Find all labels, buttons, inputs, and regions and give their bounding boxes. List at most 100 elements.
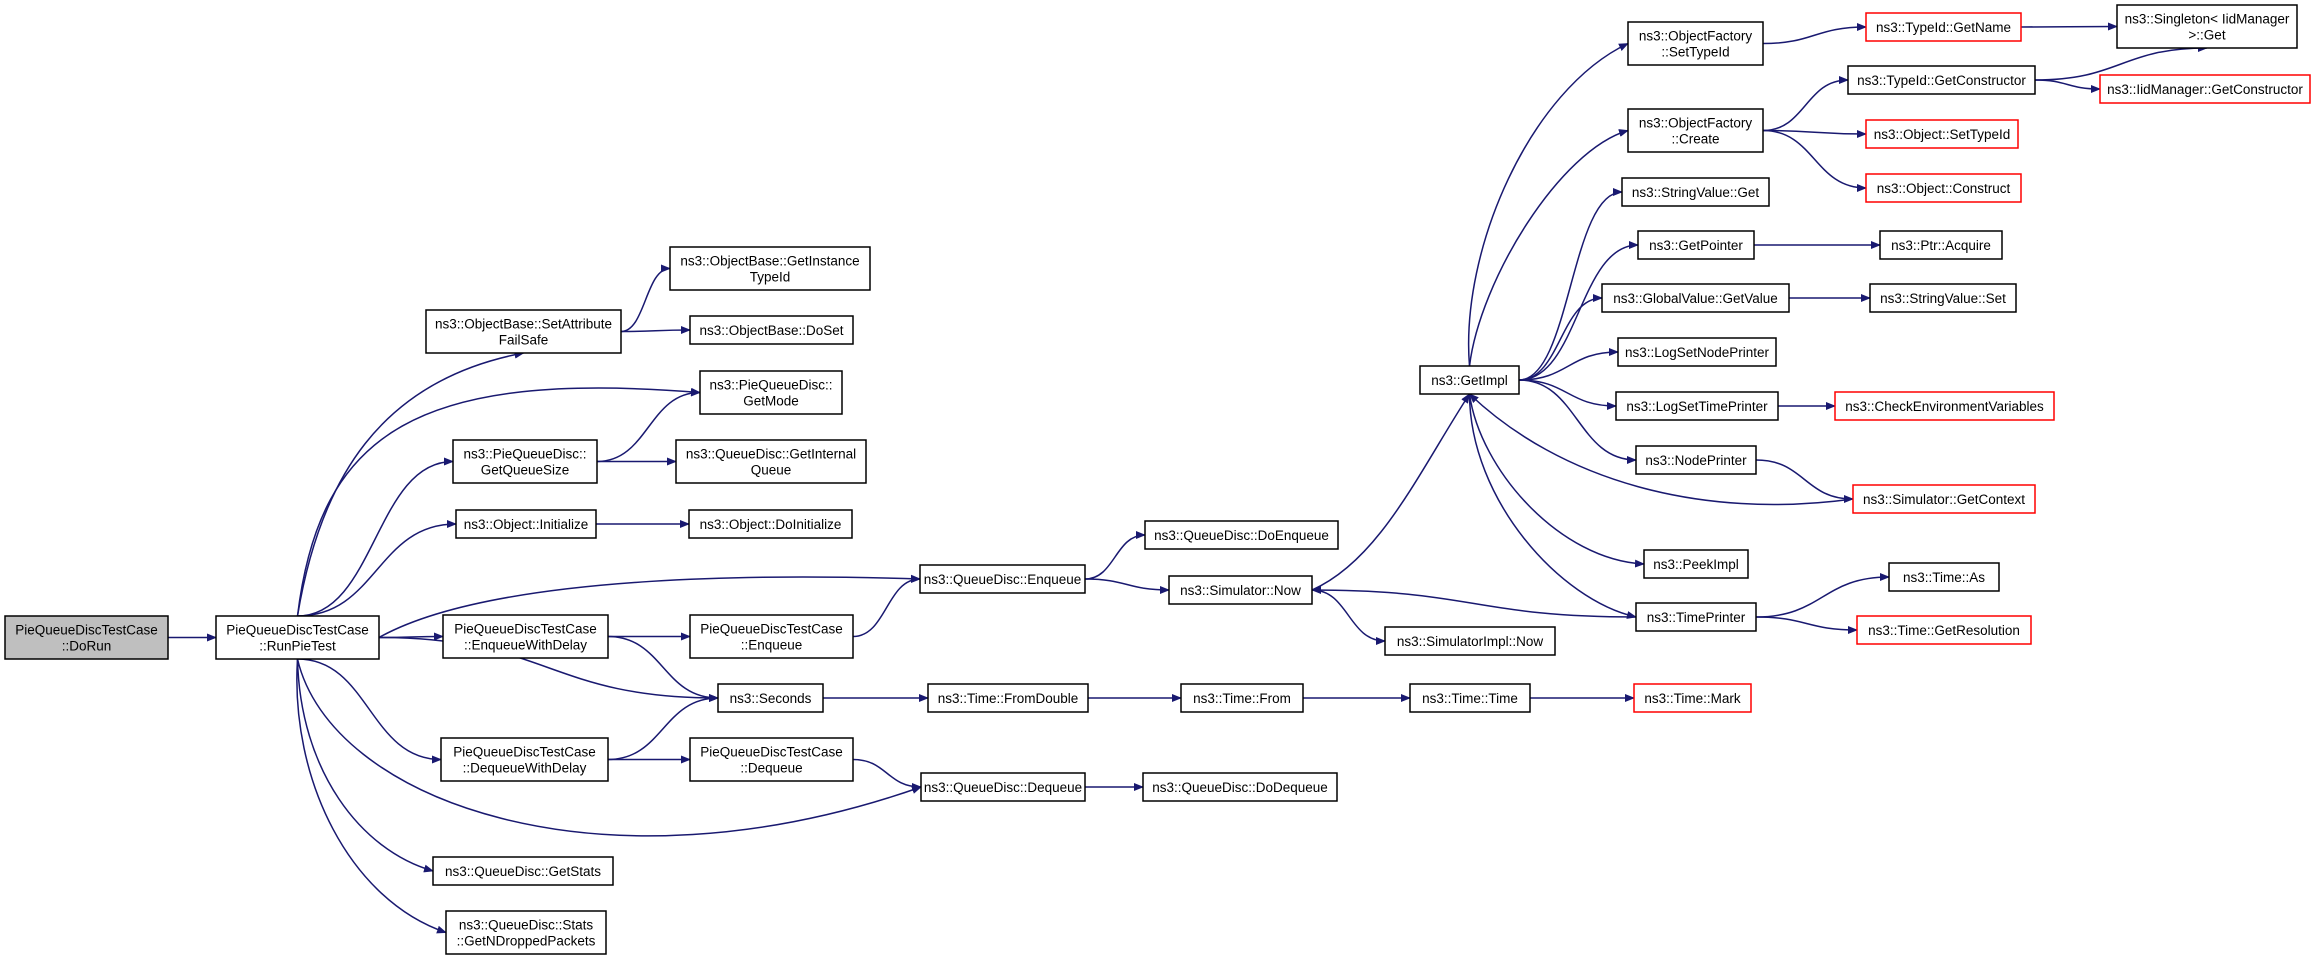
node-box[interactable] xyxy=(920,772,1086,802)
node-box[interactable] xyxy=(442,614,609,659)
node-box[interactable] xyxy=(1635,445,1757,475)
node-singletonget[interactable]: ns3::Singleton< IidManager >::Get xyxy=(2116,4,2298,49)
node-box[interactable] xyxy=(1409,683,1531,713)
node-nodeprinter[interactable]: ns3::NodePrinter xyxy=(1635,445,1757,475)
node-box[interactable] xyxy=(919,564,1086,594)
node-box[interactable] xyxy=(1144,520,1339,550)
node-timemark[interactable]: ns3::Time::Mark xyxy=(1633,683,1752,713)
node-doset[interactable]: ns3::ObjectBase::DoSet xyxy=(689,315,854,345)
node-box[interactable] xyxy=(452,439,598,484)
node-checkenv[interactable]: ns3::CheckEnvironmentVariables xyxy=(1834,391,2055,421)
node-box[interactable] xyxy=(688,509,853,539)
node-box[interactable] xyxy=(675,439,867,484)
node-iidmanagergetconstructor[interactable]: ns3::IidManager::GetConstructor xyxy=(2099,74,2311,104)
node-getndropped[interactable]: ns3::QueueDisc::Stats::GetNDroppedPacket… xyxy=(445,910,607,955)
node-box[interactable] xyxy=(2099,74,2311,104)
node-piedequeue[interactable]: PieQueueDiscTestCase::Dequeue xyxy=(689,737,854,782)
node-runpietest[interactable]: PieQueueDiscTestCase::RunPieTest xyxy=(215,615,380,660)
node-box[interactable] xyxy=(669,246,871,291)
node-box[interactable] xyxy=(1168,575,1313,605)
node-box[interactable] xyxy=(425,309,622,354)
node-simgetcontext[interactable]: ns3::Simulator::GetContext xyxy=(1852,484,2036,514)
node-box[interactable] xyxy=(1637,230,1755,260)
node-box[interactable] xyxy=(689,315,854,345)
node-stringvalueset[interactable]: ns3::StringValue::Set xyxy=(1869,283,2017,313)
node-box[interactable] xyxy=(1142,772,1338,802)
node-box[interactable] xyxy=(1834,391,2055,421)
node-getpointer[interactable]: ns3::GetPointer xyxy=(1637,230,1755,260)
node-timefrom[interactable]: ns3::Time::From xyxy=(1180,683,1304,713)
node-objinitialize[interactable]: ns3::Object::Initialize xyxy=(455,509,597,539)
node-typeidgetconstructor[interactable]: ns3::TypeId::GetConstructor xyxy=(1847,65,2036,95)
node-qdenqueue[interactable]: ns3::QueueDisc::Enqueue xyxy=(919,564,1086,594)
node-objectconstruct[interactable]: ns3::Object::Construct xyxy=(1865,173,2022,203)
node-box[interactable] xyxy=(1633,683,1752,713)
node-box[interactable] xyxy=(1180,683,1304,713)
node-box[interactable] xyxy=(1627,21,1764,66)
node-fromdouble[interactable]: ns3::Time::FromDouble xyxy=(927,683,1089,713)
node-box[interactable] xyxy=(1856,615,2032,645)
node-dequeuewithdelay[interactable]: PieQueueDiscTestCase::DequeueWithDelay xyxy=(440,737,609,782)
node-box[interactable] xyxy=(432,856,614,886)
node-ptracquire[interactable]: ns3::Ptr::Acquire xyxy=(1879,230,2003,260)
node-box[interactable] xyxy=(1627,108,1764,153)
node-box[interactable] xyxy=(1865,119,2019,149)
node-box[interactable] xyxy=(717,683,824,713)
node-objectsettypeid[interactable]: ns3::Object::SetTypeId xyxy=(1865,119,2019,149)
node-box[interactable] xyxy=(1384,626,1556,656)
node-box[interactable] xyxy=(1879,230,2003,260)
node-timetime[interactable]: ns3::Time::Time xyxy=(1409,683,1531,713)
node-box[interactable] xyxy=(1419,365,1520,395)
node-box[interactable] xyxy=(2116,4,2298,49)
node-box[interactable] xyxy=(1847,65,2036,95)
node-box[interactable] xyxy=(1621,177,1770,207)
node-box[interactable] xyxy=(689,614,854,659)
node-timegetresolution[interactable]: ns3::Time::GetResolution xyxy=(1856,615,2032,645)
node-pieenqueue[interactable]: PieQueueDiscTestCase::Enqueue xyxy=(689,614,854,659)
node-getqueuesize[interactable]: ns3::PieQueueDisc::GetQueueSize xyxy=(452,439,598,484)
node-qddequeue[interactable]: ns3::QueueDisc::Dequeue xyxy=(920,772,1086,802)
node-box[interactable] xyxy=(699,370,843,415)
node-logsetnodeprinter[interactable]: ns3::LogSetNodePrinter xyxy=(1617,337,1777,367)
node-globalvalueget[interactable]: ns3::GlobalValue::GetValue xyxy=(1601,283,1790,313)
node-logsettimeprinter[interactable]: ns3::LogSetTimePrinter xyxy=(1615,391,1779,421)
node-stringvalueget[interactable]: ns3::StringValue::Get xyxy=(1621,177,1770,207)
node-timeas[interactable]: ns3::Time::As xyxy=(1888,562,2000,592)
node-box[interactable] xyxy=(927,683,1089,713)
node-seconds[interactable]: ns3::Seconds xyxy=(717,683,824,713)
node-box[interactable] xyxy=(1865,12,2022,42)
node-simimplnow[interactable]: ns3::SimulatorImpl::Now xyxy=(1384,626,1556,656)
node-timeprinter[interactable]: ns3::TimePrinter xyxy=(1635,602,1757,632)
node-box[interactable] xyxy=(1615,391,1779,421)
node-box[interactable] xyxy=(689,737,854,782)
node-ofsettypeid[interactable]: ns3::ObjectFactory::SetTypeId xyxy=(1627,21,1764,66)
node-enqueuewithdelay[interactable]: PieQueueDiscTestCase::EnqueueWithDelay xyxy=(442,614,609,659)
node-ofcreate[interactable]: ns3::ObjectFactory::Create xyxy=(1627,108,1764,153)
node-getimpl[interactable]: ns3::GetImpl xyxy=(1419,365,1520,395)
node-typeidgetname[interactable]: ns3::TypeId::GetName xyxy=(1865,12,2022,42)
node-box[interactable] xyxy=(4,615,169,660)
node-qddodequeue[interactable]: ns3::QueueDisc::DoDequeue xyxy=(1142,772,1338,802)
node-box[interactable] xyxy=(1601,283,1790,313)
node-box[interactable] xyxy=(455,509,597,539)
node-qddoenqueue[interactable]: ns3::QueueDisc::DoEnqueue xyxy=(1144,520,1339,550)
node-box[interactable] xyxy=(1869,283,2017,313)
node-box[interactable] xyxy=(215,615,380,660)
node-box[interactable] xyxy=(440,737,609,782)
node-box[interactable] xyxy=(1617,337,1777,367)
node-objdoinitialize[interactable]: ns3::Object::DoInitialize xyxy=(688,509,853,539)
node-box[interactable] xyxy=(1635,602,1757,632)
node-box[interactable] xyxy=(1865,173,2022,203)
node-getmode[interactable]: ns3::PieQueueDisc::GetMode xyxy=(699,370,843,415)
node-dorun[interactable]: PieQueueDiscTestCase::DoRun xyxy=(4,615,169,660)
node-box[interactable] xyxy=(1643,549,1749,579)
node-peekimpl[interactable]: ns3::PeekImpl xyxy=(1643,549,1749,579)
node-simnow[interactable]: ns3::Simulator::Now xyxy=(1168,575,1313,605)
node-getstats[interactable]: ns3::QueueDisc::GetStats xyxy=(432,856,614,886)
node-box[interactable] xyxy=(1852,484,2036,514)
node-box[interactable] xyxy=(445,910,607,955)
node-box[interactable] xyxy=(1888,562,2000,592)
